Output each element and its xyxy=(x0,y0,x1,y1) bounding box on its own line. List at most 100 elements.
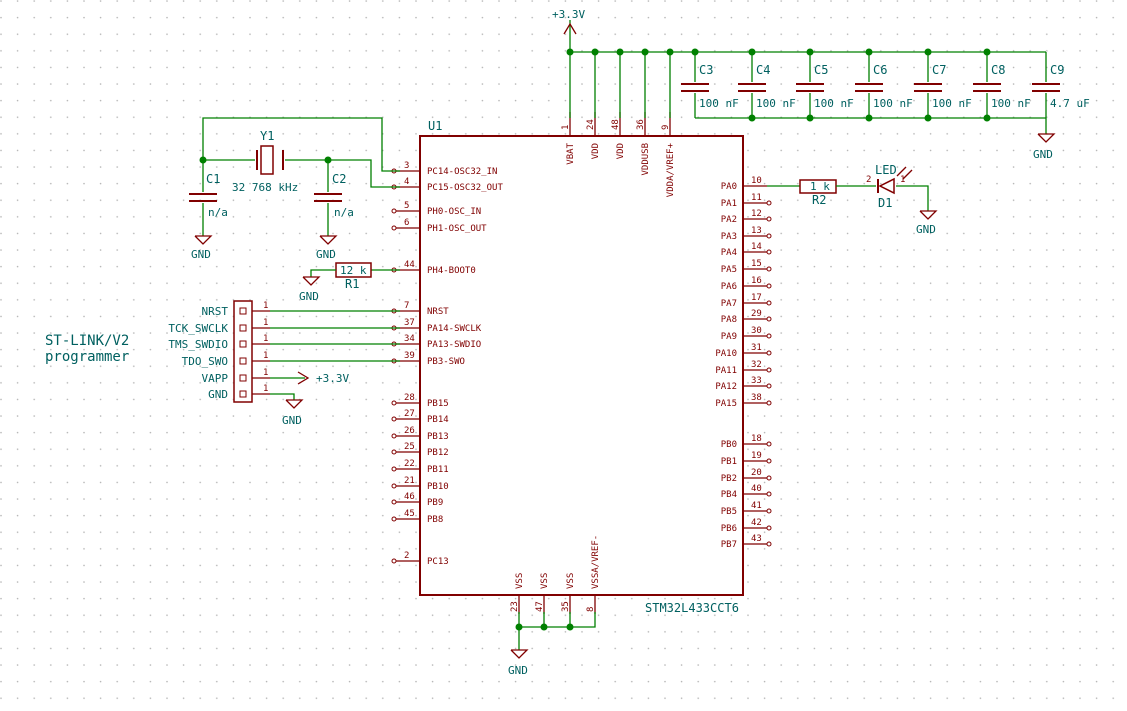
mcu-pin-name: PB13 xyxy=(427,432,449,442)
mcu-pin-number: 14 xyxy=(751,242,762,252)
mcu-pin-end xyxy=(391,208,397,214)
mcu-pin-number: 24 xyxy=(586,119,596,130)
capacitor-value: 100 nF xyxy=(991,97,1031,110)
mcu-pin-name: PB15 xyxy=(427,399,449,409)
mcu-pin-number: 5 xyxy=(404,201,409,211)
mcu-pin-end xyxy=(391,400,397,406)
mcu-pin-name: PA3 xyxy=(721,232,737,242)
mcu-pin-number: 8 xyxy=(586,607,596,612)
connector-pin-pad xyxy=(239,374,247,382)
mcu-pin-number: 32 xyxy=(751,360,762,370)
mcu-pin-number: 26 xyxy=(404,426,415,436)
mcu-pin-end xyxy=(766,458,772,464)
connector-pin-number: 1 xyxy=(263,351,268,361)
connector-pin-pad xyxy=(239,307,247,315)
mcu-pin-end xyxy=(766,249,772,255)
mcu-pin-name: PB6 xyxy=(721,524,737,534)
mcu-pin-number: 35 xyxy=(561,601,571,612)
connector-body xyxy=(233,300,253,403)
led-pin-a: 1 xyxy=(900,175,905,185)
mcu-pin-end xyxy=(391,433,397,439)
mcu-pin-number: 36 xyxy=(636,119,646,130)
mcu-pin-name: PB3-SWO xyxy=(427,357,465,367)
mcu-pin-name: VSS xyxy=(515,573,525,589)
mcu-pin-name: PA11 xyxy=(715,366,737,376)
mcu-pin-name: VSS xyxy=(540,573,550,589)
mcu-pin-name: VDDA/VREF+ xyxy=(666,142,676,197)
mcu-pin-name: PC14-OSC32_IN xyxy=(427,167,497,177)
mcu-pin-number: 13 xyxy=(751,226,762,236)
mcu-pin-end xyxy=(766,541,772,547)
mcu-pin-end xyxy=(766,367,772,373)
connector-row-label: TDO_SWO xyxy=(182,355,228,368)
mcu-pin-number: 44 xyxy=(404,260,415,270)
c1-value: n/a xyxy=(208,206,228,219)
junction-dot xyxy=(566,48,574,56)
led-pin-k: 2 xyxy=(866,175,871,185)
mcu-pin-name: PB2 xyxy=(721,474,737,484)
mcu-pin-name: PA1 xyxy=(721,199,737,209)
mcu-pin-end xyxy=(766,525,772,531)
mcu-pin-number: 42 xyxy=(751,518,762,528)
capacitor-ref: C7 xyxy=(932,63,946,77)
mcu-pin-end xyxy=(391,483,397,489)
mcu-pin-name: PB12 xyxy=(427,448,449,458)
mcu-pin-end xyxy=(766,333,772,339)
mcu-pin-name: PH0-OSC_IN xyxy=(427,207,481,217)
power-label-33v: +3.3V xyxy=(552,8,585,21)
mcu-pin-end xyxy=(766,283,772,289)
mcu-pin-name: PB10 xyxy=(427,482,449,492)
c2-ref: C2 xyxy=(332,172,346,186)
mcu-pin-number: 38 xyxy=(751,393,762,403)
c1-ref: C1 xyxy=(206,172,220,186)
mcu-pin-end xyxy=(766,266,772,272)
mcu-pin-number: 20 xyxy=(751,468,762,478)
capacitor-c7: C7 100 nF xyxy=(914,52,972,118)
mcu-pin-number: 12 xyxy=(751,209,762,219)
capacitor-ref: C6 xyxy=(873,63,887,77)
capacitor-value: 100 nF xyxy=(699,97,739,110)
mcu-pin-number: 11 xyxy=(751,193,762,203)
mcu-pin-name: PB8 xyxy=(427,515,443,525)
r2-ref: R2 xyxy=(812,193,826,207)
led-symbol xyxy=(878,177,895,195)
led-gnd-label: GND xyxy=(916,223,936,236)
mcu-pin-name: PA4 xyxy=(721,248,737,258)
mcu-ref: U1 xyxy=(428,119,442,133)
connector-row-label: NRST xyxy=(202,305,229,318)
mcu-pin-name: PH1-OSC_OUT xyxy=(427,224,487,234)
mcu-pin-end xyxy=(766,400,772,406)
mcu-pins: 3PC14-OSC32_IN4PC15-OSC32_OUT5PH0-OSC_IN… xyxy=(391,112,772,614)
mcu-pin-end xyxy=(766,441,772,447)
mcu-pin-end xyxy=(391,225,397,231)
mcu-pin-number: 4 xyxy=(404,177,409,187)
r1-value: 12 k xyxy=(340,264,367,277)
capacitor-value: 100 nF xyxy=(932,97,972,110)
mcu-pin-end xyxy=(766,383,772,389)
mcu-pin-number: 28 xyxy=(404,393,415,403)
mcu-pin-name: PA14-SWCLK xyxy=(427,324,482,334)
mcu-pin-number: 15 xyxy=(751,259,762,269)
crystal-circuit: Y1 32 768 kHz C1 n/a GND C2 n/a GND xyxy=(189,117,400,261)
mcu-pin-end xyxy=(766,200,772,206)
connector-pin-pad xyxy=(239,324,247,332)
c1-gnd-label: GND xyxy=(191,248,211,261)
connector-vapp-power-label: +3.3V xyxy=(316,372,349,385)
mcu-pin-number: 7 xyxy=(404,301,409,311)
mcu-pin-name: PA0 xyxy=(721,182,737,192)
connector-pin-number: 1 xyxy=(263,318,268,328)
r2-value: 1 k xyxy=(810,180,830,193)
mcu-pin-name: VDD xyxy=(616,143,626,159)
mcu-pin-number: 40 xyxy=(751,484,762,494)
connector-pin-number: 1 xyxy=(263,368,268,378)
mcu-pin-end xyxy=(766,350,772,356)
mcu-pin-number: 10 xyxy=(751,176,762,186)
mcu-pin-number: 2 xyxy=(404,551,409,561)
mcu-pin-name: PB14 xyxy=(427,415,449,425)
mcu-pin-number: 34 xyxy=(404,334,415,344)
vss-ground: GND xyxy=(508,612,596,677)
